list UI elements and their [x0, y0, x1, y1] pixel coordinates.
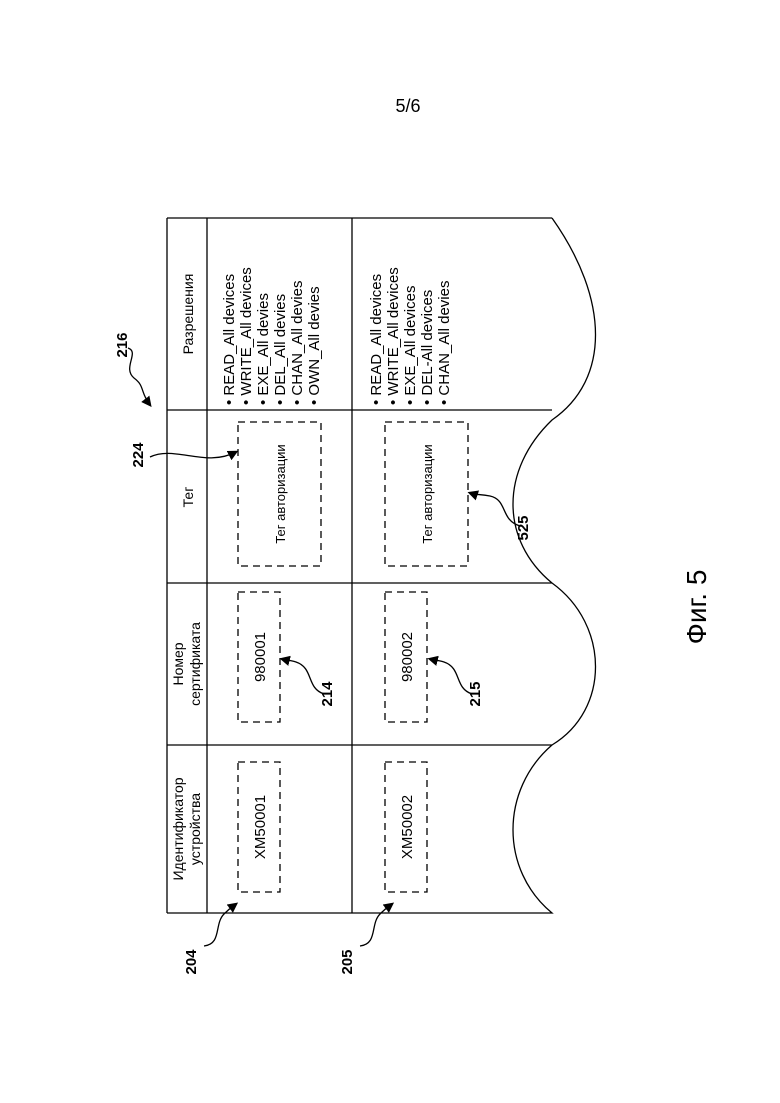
page-number: 5/6: [395, 96, 420, 116]
ref-label-204: 204: [183, 949, 200, 975]
ref-arrow-224: [150, 452, 236, 458]
header-permissions: Разрешения: [180, 274, 196, 355]
row2-device-text: XM50002: [399, 795, 416, 859]
row2-permission: • CHAN_All devies: [436, 281, 453, 405]
row1-permissions: • READ_All devices • WRITE_All devices •…: [221, 267, 323, 405]
table-header: Разрешения Тег Номер сертификата Идентиф…: [170, 274, 203, 881]
row1-tag-text: Тег авторизации: [273, 444, 288, 543]
row1-permission: • WRITE_All devices: [238, 267, 255, 405]
row2-cert-text: 980002: [399, 632, 416, 682]
header-tag: Тег: [180, 487, 196, 508]
ref-arrow-214: [282, 659, 324, 694]
row1-permission: • DEL_All devies: [272, 294, 289, 405]
row1-cert-text: 980001: [252, 632, 269, 682]
row1-permission: • EXE_All devies: [255, 293, 272, 405]
ref-arrow-204: [204, 904, 236, 946]
row1-device-text: XM50001: [252, 795, 269, 859]
ref-arrow-216: [128, 348, 150, 405]
header-cert-line2: сертификата: [187, 622, 203, 706]
ref-arrow-215: [430, 659, 472, 694]
ref-label-215: 215: [467, 681, 484, 706]
ref-arrow-205: [360, 904, 392, 946]
row1-permission: • OWN_All devies: [306, 286, 323, 405]
header-device-line1: Идентификатор: [170, 777, 186, 880]
table-row-1: • READ_All devices • WRITE_All devices •…: [221, 267, 323, 892]
row1-permission: • READ_All devices: [221, 274, 238, 405]
row2-permission: • EXE_All devices: [402, 286, 419, 405]
table-row-2: • READ_All devices • WRITE_All devices •…: [368, 267, 468, 892]
row2-permission: • WRITE_All devices: [385, 267, 402, 405]
ref-label-216: 216: [114, 332, 131, 357]
header-device-line2: устройства: [187, 793, 203, 865]
ref-label-224: 224: [130, 442, 147, 468]
row2-permission: • DEL-All devices: [419, 290, 436, 405]
ref-label-205: 205: [339, 949, 356, 974]
ref-label-525: 525: [515, 515, 532, 540]
row2-permissions: • READ_All devices • WRITE_All devices •…: [368, 267, 453, 405]
row2-tag-text: Тег авторизации: [420, 444, 435, 543]
row1-permission: • CHAN_All devies: [289, 281, 306, 405]
row2-permission: • READ_All devices: [368, 274, 385, 405]
figure-caption: Фиг. 5: [681, 570, 712, 645]
header-cert-line1: Номер: [170, 642, 186, 685]
